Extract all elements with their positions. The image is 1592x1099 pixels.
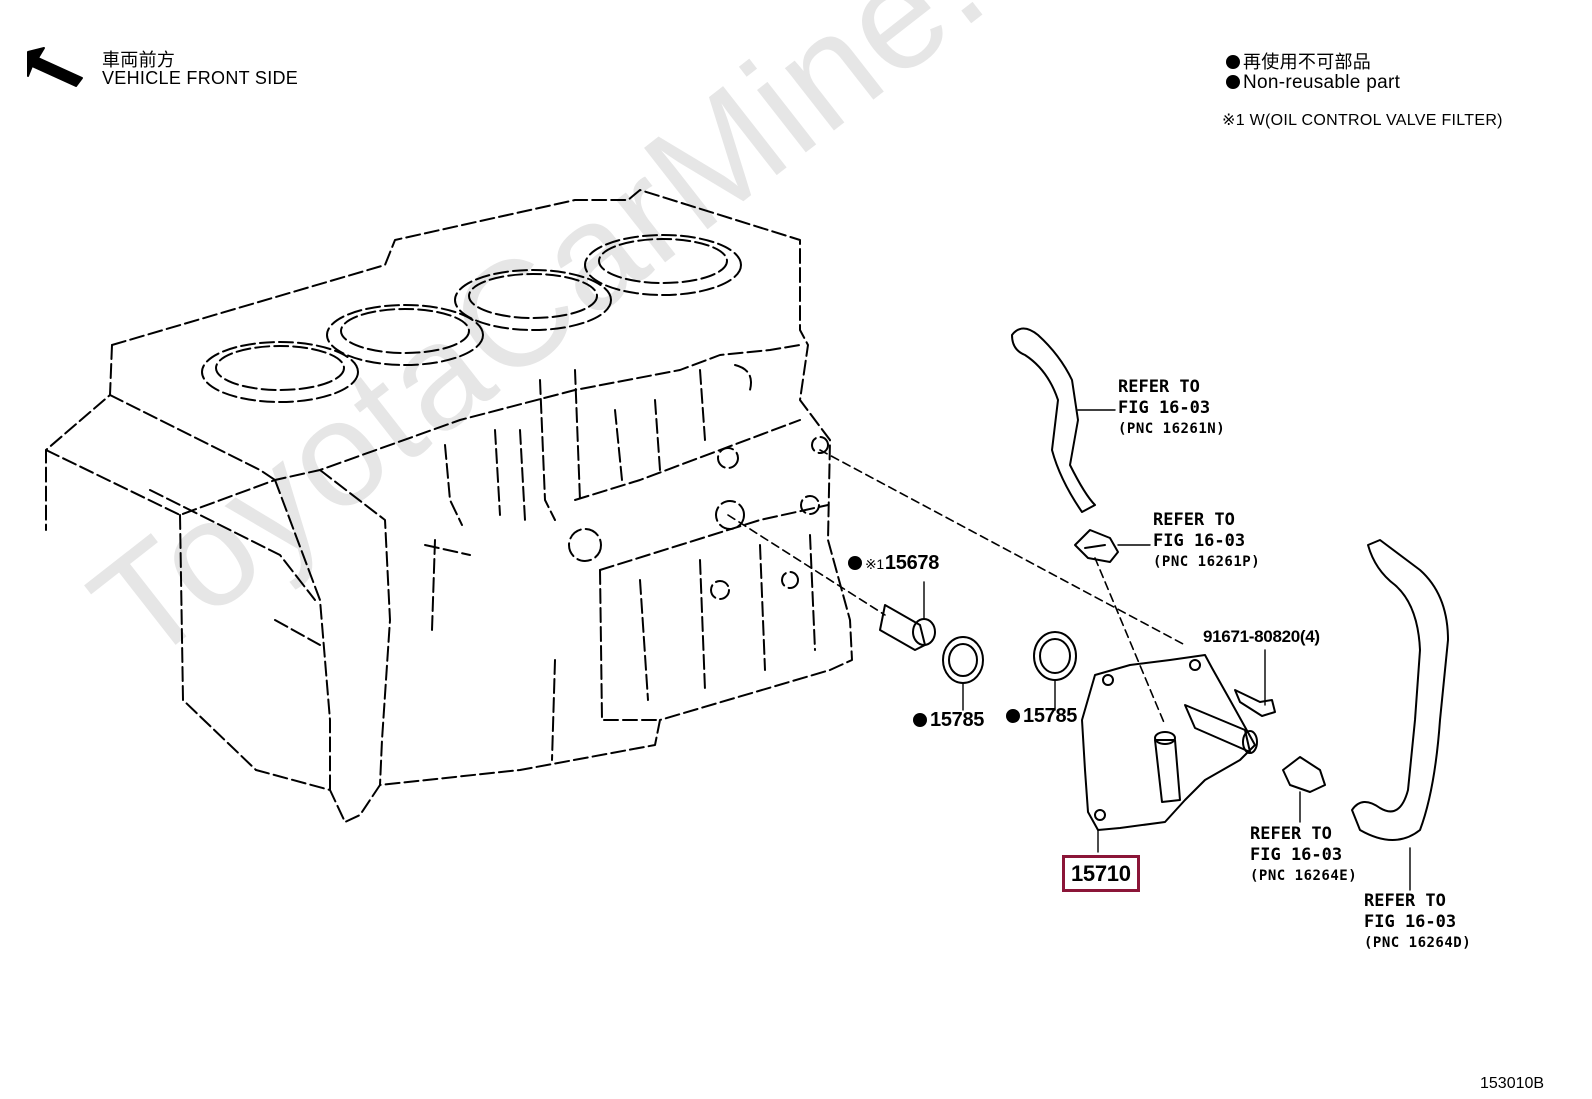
bolt-91671	[1234, 689, 1276, 717]
refer-line2: FIG 16-03	[1250, 845, 1343, 865]
refer-16261P[interactable]: REFER TO FIG 16-03 (PNC 16261P)	[1153, 510, 1260, 573]
refer-line2: FIG 16-03	[1153, 531, 1246, 551]
refer-pnc: (PNC 16264E)	[1250, 868, 1358, 884]
non-reusable-dot-icon	[848, 556, 862, 570]
front-label-en: VEHICLE FRONT SIDE	[102, 68, 299, 88]
legend-row-jp: 再使用不可部品	[1226, 48, 1371, 74]
non-reusable-dot-icon	[1006, 709, 1020, 723]
part-15785-a[interactable]: 15785	[913, 709, 984, 732]
refer-16264D[interactable]: REFER TO FIG 16-03 (PNC 16264D)	[1364, 891, 1471, 954]
refer-line1: REFER TO	[1364, 891, 1446, 911]
refer-pnc: (PNC 16261P)	[1153, 554, 1261, 570]
part-note-marker: ※1	[865, 556, 884, 572]
refer-line1: REFER TO	[1250, 824, 1332, 844]
clip-upper	[1074, 529, 1119, 563]
refer-line1: REFER TO	[1153, 510, 1235, 530]
legend-en: Non-reusable part	[1243, 72, 1401, 93]
figure-id: 153010B	[1480, 1075, 1545, 1092]
part-number: 15785	[1023, 705, 1078, 727]
part-15710-highlighted[interactable]: 15710	[1062, 855, 1140, 892]
cylinder-bores	[201, 234, 829, 600]
legend-jp: 再使用不可部品	[1243, 52, 1372, 72]
non-reusable-dot-icon	[913, 713, 927, 727]
hose-upper	[1011, 327, 1096, 513]
part-15785-b[interactable]: 15785	[1006, 705, 1077, 728]
non-reusable-dot-icon	[1226, 75, 1240, 89]
refer-line2: FIG 16-03	[1364, 912, 1457, 932]
front-arrow-icon	[27, 47, 83, 87]
refer-16264E[interactable]: REFER TO FIG 16-03 (PNC 16264E)	[1250, 824, 1357, 887]
oil-cooler-15710	[1081, 654, 1258, 831]
leader-lines	[727, 449, 1186, 726]
part-15678[interactable]: ※115678	[848, 552, 939, 575]
part-91671-80820[interactable]: 91671-80820(4)	[1203, 627, 1320, 646]
refer-pnc: (PNC 16261N)	[1118, 421, 1226, 437]
refer-16261N[interactable]: REFER TO FIG 16-03 (PNC 16261N)	[1118, 377, 1225, 440]
hose-right	[1351, 539, 1449, 841]
non-reusable-dot-icon	[1226, 55, 1240, 69]
o-ring-2-inner	[1039, 638, 1071, 674]
solid-leaders	[923, 409, 1411, 891]
refer-line2: FIG 16-03	[1118, 398, 1211, 418]
front-label-jp: 車両前方	[102, 50, 176, 70]
refer-line1: REFER TO	[1118, 377, 1200, 397]
legend-row-en: Non-reusable part	[1226, 72, 1400, 94]
part-number: 15785	[930, 709, 985, 731]
refer-pnc: (PNC 16264D)	[1364, 935, 1472, 951]
legend-note: ※1 W(OIL CONTROL VALVE FILTER)	[1222, 112, 1503, 129]
clip-lower	[1282, 756, 1326, 793]
o-ring-1-inner	[948, 643, 978, 677]
engine-block	[45, 189, 853, 823]
plug-15678	[879, 604, 936, 651]
part-number: 15678	[884, 552, 940, 574]
